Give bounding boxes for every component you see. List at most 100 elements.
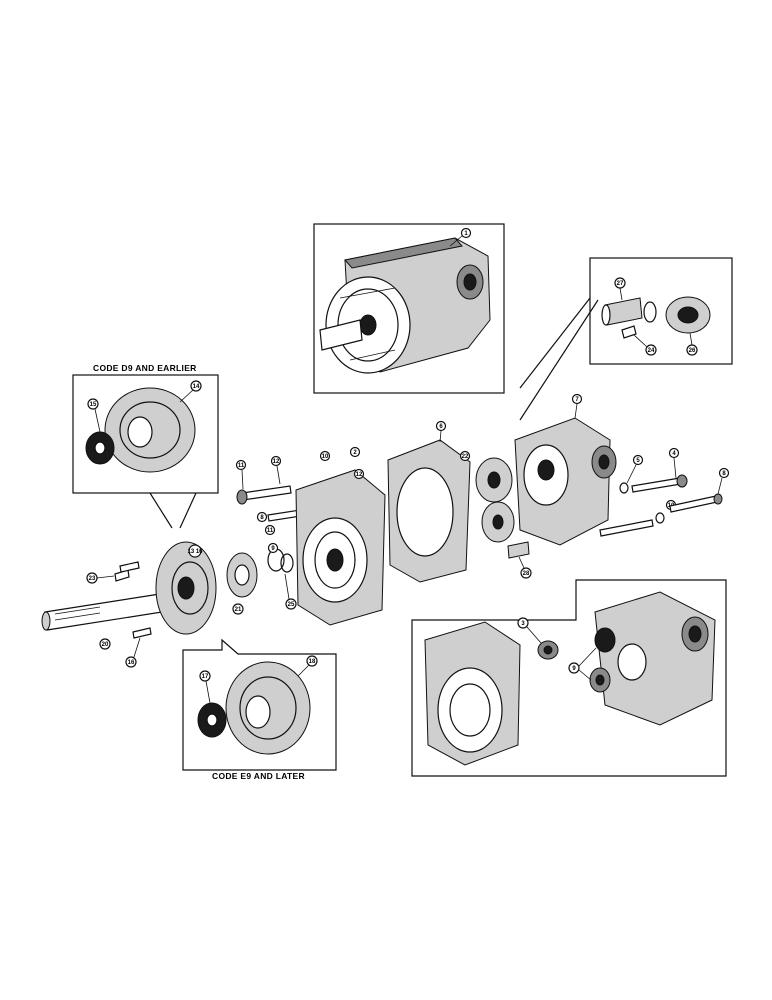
callout-1: 1 bbox=[464, 231, 468, 237]
rear-body-port-hole bbox=[598, 454, 610, 470]
bushing-inset-port-hole bbox=[688, 625, 702, 643]
bushing-inset-bore bbox=[617, 643, 647, 681]
callout-4: 4 bbox=[672, 451, 676, 457]
leader-line bbox=[574, 403, 578, 419]
front-cover-ring bbox=[314, 531, 356, 589]
long-bolt-right bbox=[631, 477, 682, 493]
seal-ring bbox=[643, 301, 657, 323]
callout-14: 14 bbox=[193, 384, 200, 390]
leader-line bbox=[297, 664, 310, 677]
callout-27: 27 bbox=[617, 281, 624, 287]
callout-28: 28 bbox=[523, 571, 530, 577]
bearing-center bbox=[234, 564, 250, 586]
callout-8b: 8 bbox=[722, 471, 726, 477]
leader-line bbox=[526, 626, 542, 644]
body-ring-opening bbox=[396, 467, 454, 557]
callout-bubble bbox=[353, 468, 365, 480]
bolt-head bbox=[713, 493, 723, 505]
leader-line bbox=[133, 637, 141, 658]
callout-9b: 9 bbox=[572, 666, 576, 672]
callout-bubble bbox=[349, 446, 361, 458]
callout-10: 10 bbox=[322, 454, 329, 460]
leader-line bbox=[717, 477, 723, 495]
bushing-9-lower-center bbox=[595, 674, 605, 686]
washer bbox=[619, 482, 629, 494]
drive-shaft bbox=[44, 593, 163, 631]
callout-bubble bbox=[199, 670, 211, 682]
callout-11: 11 bbox=[267, 528, 274, 534]
callout-bubble bbox=[264, 524, 276, 536]
callout-bubble bbox=[87, 398, 99, 410]
pump-body-top bbox=[344, 237, 463, 269]
bolt-head bbox=[236, 489, 248, 505]
seal-housing-ring bbox=[171, 561, 209, 615]
callout-bubble bbox=[99, 638, 111, 650]
callout-26: 26 bbox=[689, 348, 696, 354]
driven-gear-center bbox=[492, 514, 504, 530]
callout-bubble bbox=[571, 393, 583, 405]
bushing-inset-plate-face bbox=[437, 667, 503, 753]
callout-13-16: 13 16 bbox=[187, 549, 203, 555]
screw-part bbox=[132, 627, 152, 639]
leader-line bbox=[578, 669, 592, 681]
leader-line bbox=[619, 287, 623, 301]
callout-11b: 11 bbox=[238, 463, 245, 469]
leader-line bbox=[94, 408, 101, 433]
dowel-pin bbox=[507, 541, 530, 559]
callout-bubble bbox=[459, 450, 471, 462]
callout-bubble bbox=[645, 344, 657, 356]
front-cover-bore bbox=[326, 548, 344, 572]
leader-line bbox=[578, 647, 597, 667]
leader-line bbox=[284, 573, 290, 600]
leader-line bbox=[626, 464, 637, 484]
inset-assembled-pump: 1 bbox=[313, 223, 505, 394]
leader-line bbox=[96, 575, 115, 579]
callout-bubble bbox=[568, 662, 580, 674]
callout-bubble bbox=[460, 227, 472, 239]
callout-25: 25 bbox=[288, 602, 295, 608]
d9-seal-center bbox=[94, 441, 106, 455]
inset-pointer bbox=[179, 492, 197, 529]
leader-line bbox=[205, 680, 211, 704]
leader-line bbox=[689, 332, 693, 346]
callout-bubble bbox=[632, 454, 644, 466]
callout-bubble bbox=[435, 420, 447, 432]
callout-15: 15 bbox=[90, 402, 97, 408]
callout-22: 22 bbox=[462, 454, 469, 460]
bushing-inset-rear-body bbox=[594, 591, 716, 726]
bushing-9-upper bbox=[594, 627, 616, 653]
inset-body-bushings: 3 9 bbox=[411, 579, 727, 777]
callout-8: 8 bbox=[260, 515, 264, 521]
callout-3: 3 bbox=[521, 621, 525, 627]
callout-24: 24 bbox=[648, 348, 655, 354]
callout-bubble bbox=[718, 467, 730, 479]
callout-16: 16 bbox=[128, 660, 135, 666]
coupling-hole bbox=[677, 306, 699, 324]
e9-housing-ring bbox=[239, 676, 297, 740]
callout-23: 23 bbox=[89, 576, 96, 582]
shaft-spline bbox=[54, 612, 101, 621]
callout-5: 5 bbox=[636, 458, 640, 464]
leader-line bbox=[439, 430, 442, 443]
leader-line bbox=[673, 457, 677, 479]
d9-bore bbox=[127, 416, 153, 448]
leader-line bbox=[449, 235, 463, 247]
callout-bubble bbox=[520, 567, 532, 579]
callout-12b: 12 bbox=[356, 472, 363, 478]
inset-code-d9: CODE D9 AND EARLIER 15 14 bbox=[72, 363, 219, 529]
callout-bubble bbox=[270, 455, 282, 467]
screw-part bbox=[119, 561, 140, 573]
leader-line bbox=[633, 334, 648, 348]
rear-body-bore bbox=[537, 459, 555, 481]
long-bolt bbox=[241, 485, 292, 501]
bushing-end bbox=[601, 304, 611, 326]
callout-20: 20 bbox=[102, 642, 109, 648]
callout-bubble bbox=[125, 656, 137, 668]
lower-bolt bbox=[599, 519, 654, 537]
bolt-head bbox=[676, 474, 688, 488]
seal-housing-bore bbox=[177, 576, 195, 600]
snap-ring bbox=[280, 553, 294, 573]
callout-bubble bbox=[319, 450, 331, 462]
leader-line bbox=[241, 469, 244, 490]
